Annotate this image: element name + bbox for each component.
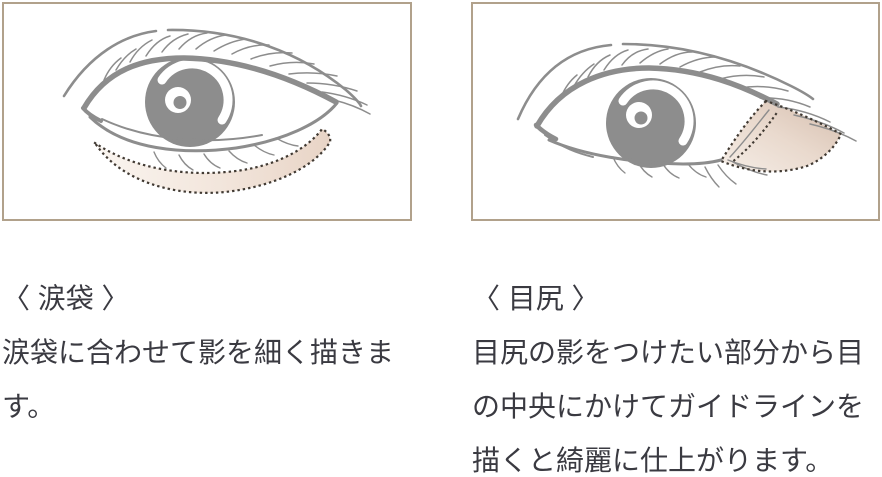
tear-bag-diagram-frame [2, 2, 412, 221]
outer-corner-caption: 〈 目尻 〉 目尻の影をつけたい部分から目 の中央にかけてガイドラインを 描くと… [472, 272, 880, 477]
caption-heading: 〈 目尻 〉 [472, 283, 600, 314]
caption-line: の中央にかけてガイドラインを [472, 391, 865, 422]
eye-outer-corner-illustration [516, 42, 857, 188]
caption-line: 描くと綺麗に仕上がります。 [472, 445, 834, 476]
eye-tear-bag-illustration [62, 28, 371, 194]
outer-corner-diagram-frame [471, 2, 880, 221]
caption-line: す。 [2, 391, 56, 422]
guideline-dotted-line [729, 112, 778, 165]
tear-bag-caption: 〈 涙袋 〉 涙袋に合わせて影を細く描きま す。 [2, 272, 410, 434]
caption-heading: 〈 涙袋 〉 [2, 283, 130, 314]
caption-line: 目尻の影をつけたい部分から目 [472, 337, 865, 368]
caption-line: 涙袋に合わせて影を細く描きま [2, 337, 395, 368]
